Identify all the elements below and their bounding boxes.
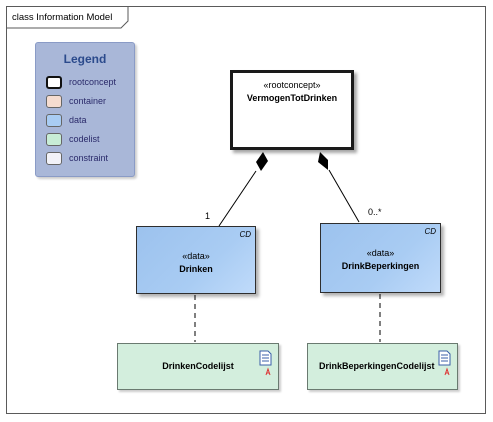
legend-swatch-constraint: [46, 152, 62, 165]
legend-title: Legend: [63, 52, 107, 66]
multiplicity-beperkingen: 0..*: [368, 207, 382, 217]
class-drinken[interactable]: CD «data» Drinken: [136, 226, 256, 294]
artifact-name: DrinkBeperkingenCodelijst: [319, 361, 435, 371]
composition-diamond-beperkingen: [318, 152, 328, 170]
class-name: DrinkBeperkingen: [341, 261, 420, 271]
legend-label: data: [69, 115, 87, 125]
association-line-drinken: [218, 170, 257, 227]
document-icon: [259, 350, 272, 376]
class-name: Drinken: [179, 264, 213, 274]
stereotype-label: «data»: [182, 251, 210, 261]
association-line-beperkingen: [328, 169, 360, 223]
class-vermogentotdrinken[interactable]: «rootconcept» VermogenTotDrinken: [230, 70, 354, 150]
composition-diamond-drinken: [256, 152, 268, 171]
frame-title: class Information Model: [12, 12, 113, 23]
artifact-drinkencodelijst[interactable]: DrinkenCodelijst: [117, 343, 279, 390]
legend-swatch-codelist: [46, 133, 62, 146]
legend: Legend rootconcept container data codeli…: [35, 42, 135, 177]
class-name: VermogenTotDrinken: [246, 93, 338, 103]
stereotype-label: «rootconcept»: [263, 80, 321, 90]
stereotype-label: «data»: [366, 248, 395, 258]
legend-label: rootconcept: [69, 77, 117, 87]
document-icon: [438, 350, 451, 376]
cd-tag: CD: [424, 227, 436, 236]
legend-swatch-rootconcept: [46, 76, 62, 89]
artifact-drinkbeperkingencodelijst[interactable]: DrinkBeperkingenCodelijst: [307, 343, 458, 390]
legend-label: codelist: [69, 134, 100, 144]
frame-title-tab: [7, 7, 129, 29]
legend-label: constraint: [69, 153, 109, 163]
legend-label: container: [69, 96, 107, 106]
legend-swatch-data: [46, 114, 62, 127]
legend-swatch-container: [46, 95, 62, 108]
cd-tag: CD: [239, 230, 251, 239]
class-drinkbeperkingen[interactable]: CD «data» DrinkBeperkingen: [320, 223, 441, 293]
artifact-name: DrinkenCodelijst: [162, 361, 234, 371]
multiplicity-drinken: 1: [205, 211, 211, 221]
